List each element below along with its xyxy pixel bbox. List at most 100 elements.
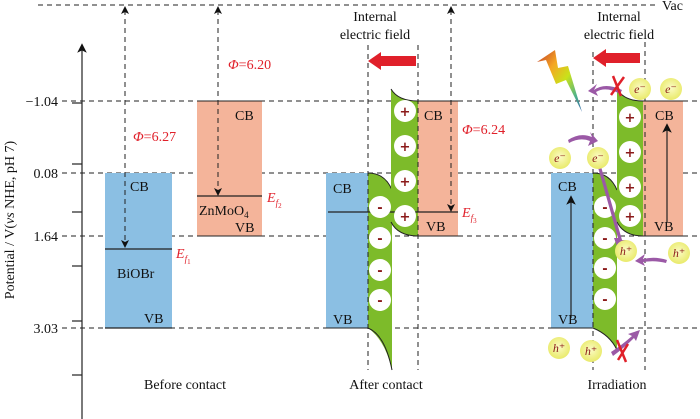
positive-charge: +	[394, 135, 416, 157]
svg-text:-: -	[602, 232, 607, 247]
irr-cb-right-label: CB	[655, 109, 674, 124]
biobr-band-irr	[551, 173, 594, 328]
caption-after-contact: After contact	[349, 378, 423, 393]
fermi-label-ef1: Ef1	[175, 247, 191, 266]
znmoo4-band-box	[197, 101, 262, 236]
svg-text:+: +	[625, 181, 636, 196]
hole: h⁺	[668, 242, 690, 264]
negative-charge: -	[369, 227, 391, 249]
panel-after-contact: Internal electric field ---- ++++ CB VB …	[326, 6, 505, 393]
hole: h⁺	[548, 337, 570, 359]
svg-text:-: -	[602, 262, 607, 277]
panel-before-contact: CB BiOBr VB Ef1 Φ=6.27 CB ZnMoO4 VB Ef2 …	[105, 6, 282, 393]
hole-transfer-arrow	[635, 254, 667, 266]
blocked-x-icon	[615, 339, 628, 363]
internal-field-arrow-irr	[593, 49, 640, 67]
positive-charge: +	[394, 170, 416, 192]
positive-charge: +	[619, 141, 641, 163]
after-vb-left-label: VB	[333, 313, 352, 328]
fermi-label-ef2: Ef2	[266, 191, 282, 210]
biobr-vb-label: VB	[144, 312, 163, 327]
electron-hole-recombination-arrow	[597, 163, 626, 249]
irr-vb-right-label: VB	[654, 220, 673, 235]
svg-text:e⁻: e⁻	[634, 82, 646, 96]
y-axis-label: Potential / V(vs NHE, pH 7)	[3, 140, 18, 299]
blocked-marks	[609, 75, 630, 363]
positive-charge: +	[619, 205, 641, 227]
electron: e⁻	[549, 147, 571, 169]
svg-text:-: -	[377, 201, 382, 216]
electron: e⁻	[629, 78, 651, 100]
after-vb-right-label: VB	[426, 220, 445, 235]
caption-before-contact: Before contact	[144, 378, 226, 393]
biobr-band-after	[326, 173, 369, 328]
field-label-line2-irr: electric field	[584, 28, 654, 43]
after-cb-left-label: CB	[333, 182, 352, 197]
depletion-region-positive-after	[391, 89, 418, 236]
znmoo4-cb-label: CB	[235, 109, 254, 124]
fermi-label-ef3: Ef3	[461, 206, 477, 225]
blocked-hole-arrow	[611, 330, 640, 356]
positive-charge: +	[619, 106, 641, 128]
negative-charge: -	[369, 259, 391, 281]
irr-vb-left-label: VB	[558, 313, 577, 328]
biobr-name-label: BiOBr	[117, 267, 155, 282]
svg-text:h⁺: h⁺	[620, 244, 632, 258]
svg-text:e⁻: e⁻	[554, 151, 566, 165]
tick-label-neg104: −1.04	[26, 95, 58, 110]
after-cb-right-label: CB	[424, 109, 443, 124]
electron: e⁻	[660, 78, 682, 100]
light-bolt-icon	[537, 50, 582, 112]
svg-text:+: +	[400, 210, 411, 225]
work-function-znmoo4: Φ=6.20	[228, 58, 271, 73]
svg-text:h⁺: h⁺	[553, 341, 565, 355]
biobr-band-box	[105, 173, 172, 328]
caption-irradiation: Irradiation	[587, 378, 646, 393]
charge-transfer-arrows	[568, 84, 667, 356]
negative-charges-irr: - - - -	[594, 196, 616, 310]
positive-charge: +	[619, 176, 641, 198]
blocked-x-icon	[609, 76, 626, 96]
svg-text:+: +	[625, 210, 636, 225]
negative-charge: -	[594, 257, 616, 279]
svg-text:-: -	[602, 201, 607, 216]
panel-irradiation: Internal electric field ---- ++++ CB VB …	[537, 10, 690, 393]
y-axis-minor-ticks	[72, 102, 82, 376]
svg-text:+: +	[400, 175, 411, 190]
vac-label: Vac	[662, 0, 683, 14]
irr-cb-left-label: CB	[558, 180, 577, 195]
negative-charge: -	[369, 196, 391, 218]
biobr-cb-label: CB	[130, 180, 149, 195]
svg-text:h⁺: h⁺	[585, 344, 597, 358]
work-function-after: Φ=6.24	[462, 123, 505, 138]
electron-transfer-arrow	[568, 132, 598, 146]
blocked-electron-arrow	[588, 84, 622, 96]
svg-text:-: -	[377, 232, 382, 247]
negative-charge: -	[594, 227, 616, 249]
tick-label-303: 3.03	[34, 322, 59, 337]
blocked-x-icon	[616, 343, 630, 361]
positive-charges-irr: + + + +	[619, 106, 641, 227]
svg-text:h⁺: h⁺	[673, 246, 685, 260]
positive-charges-after: + + + +	[394, 100, 416, 227]
svg-text:+: +	[400, 140, 411, 155]
positive-charge: +	[394, 100, 416, 122]
tick-label-164: 1.64	[34, 230, 59, 245]
znmoo4-vb-label: VB	[235, 221, 254, 236]
svg-text:-: -	[602, 293, 607, 308]
negative-charges-after: - - - -	[369, 196, 391, 311]
charge-carriers: e⁻ e⁻ e⁻ e⁻ h⁺ h⁺ h⁺ h⁺	[548, 78, 690, 362]
svg-text:-: -	[377, 264, 382, 279]
negative-charge: -	[594, 288, 616, 310]
electron: e⁻	[587, 147, 609, 169]
svg-text:+: +	[400, 105, 411, 120]
work-function-biobr: Φ=6.27	[133, 130, 176, 145]
svg-text:-: -	[377, 294, 382, 309]
hole: h⁺	[580, 340, 602, 362]
svg-text:e⁻: e⁻	[592, 151, 604, 165]
znmoo4-name-label: ZnMoO4	[199, 204, 249, 220]
svg-text:+: +	[625, 146, 636, 161]
hole: h⁺	[615, 240, 637, 262]
svg-text:e⁻: e⁻	[665, 82, 677, 96]
